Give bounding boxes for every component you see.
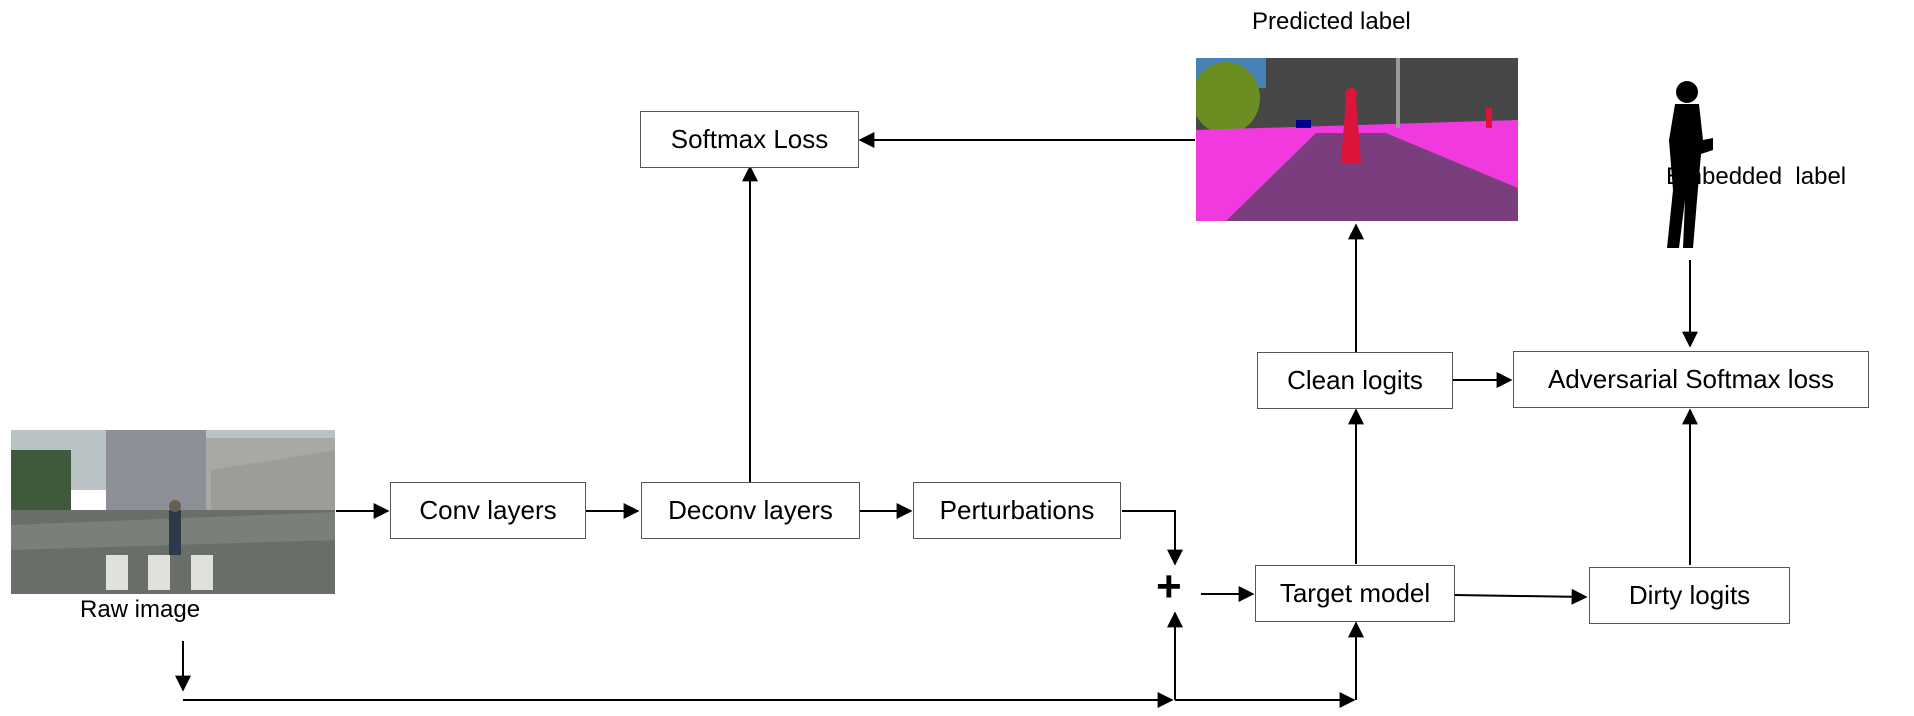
plus-operator: + <box>1156 562 1182 611</box>
adversarial-softmax-loss-box: Adversarial Softmax loss <box>1513 351 1869 408</box>
raw-image <box>11 430 335 594</box>
target-model-box: Target model <box>1255 565 1455 622</box>
conv-layers-box: Conv layers <box>390 482 586 539</box>
embedded-label-silhouette <box>1655 80 1715 250</box>
softmax-loss-box: Softmax Loss <box>640 111 859 168</box>
predicted-label-image <box>1196 58 1518 221</box>
deconv-layers-box: Deconv layers <box>641 482 860 539</box>
raw-image-label: Raw image <box>80 596 201 623</box>
embedded-label-caption: Embedded label <box>1666 163 1847 190</box>
predicted-label-caption: Predicted label <box>1252 8 1411 35</box>
perturbations-box: Perturbations <box>913 482 1121 539</box>
dirty-logits-box: Dirty logits <box>1589 567 1790 624</box>
clean-logits-box: Clean logits <box>1257 352 1453 409</box>
